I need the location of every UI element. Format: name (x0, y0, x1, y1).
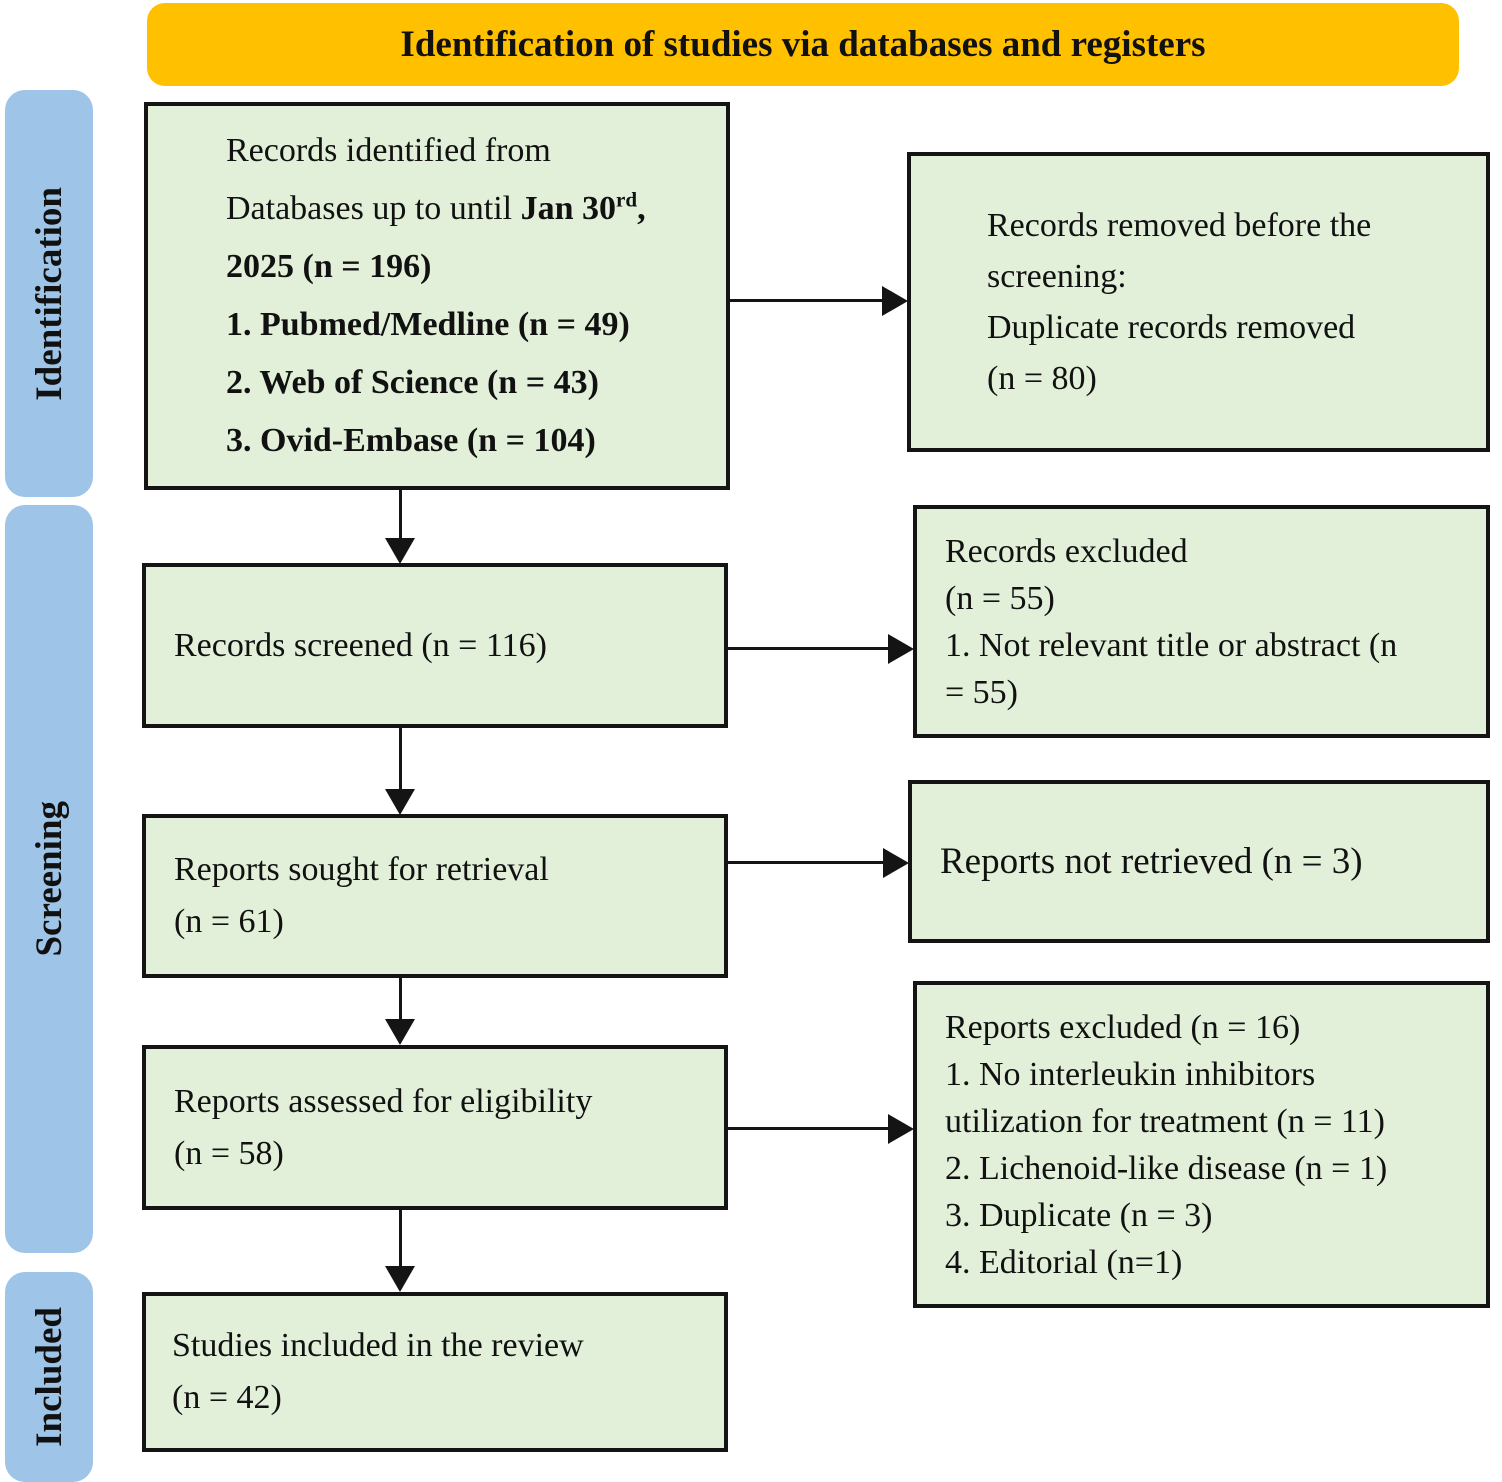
arrow-down-icon (385, 538, 415, 564)
diagram-title: Identification of studies via databases … (400, 24, 1206, 65)
arrow-screened-to-excluded-line (728, 647, 890, 650)
box-reports-sought: Reports sought for retrieval (n = 61) (142, 814, 728, 978)
exclusion-reason: 3. Duplicate (n = 3) (945, 1196, 1213, 1234)
arrow-right-icon (888, 634, 914, 664)
text-segment-bold: Jan 30 (520, 190, 617, 227)
box-studies-included: Studies included in the review (n = 42) (142, 1292, 728, 1452)
exclusion-reason: 4. Editorial (n=1) (945, 1243, 1183, 1281)
arrow-identified-to-screened-line (399, 490, 402, 540)
text-line: Records identified from (226, 122, 726, 180)
box-records-screened: Records screened (n = 116) (142, 563, 728, 728)
text-line: Studies included in the review (172, 1327, 584, 1364)
text-line: screening: (987, 258, 1127, 295)
box-reports-not-retrieved: Reports not retrieved (n = 3) (908, 780, 1490, 943)
text-line: 2025 (n = 196) (226, 248, 432, 285)
exclusion-reason: 2. Lichenoid-like disease (n = 1) (945, 1149, 1388, 1187)
text-line: Records excluded (945, 532, 1188, 570)
stage-included: Included (5, 1272, 93, 1482)
text-segment: Records identified from (226, 132, 551, 169)
text-line: (n = 42) (172, 1379, 282, 1416)
stage-identification-label: Identification (28, 186, 70, 401)
arrow-down-icon (385, 1266, 415, 1292)
text-line: Reports sought for retrieval (174, 851, 549, 888)
arrow-down-icon (385, 1019, 415, 1045)
exclusion-reason: 1. No interleukin inhibitors (945, 1055, 1316, 1093)
database-item: 2. Web of Science (n = 43) (226, 364, 599, 401)
arrow-sought-to-assessed-line (399, 978, 402, 1021)
text-line: (n = 58) (174, 1134, 284, 1172)
box-records-identified: Records identified from Databases up to … (144, 102, 730, 490)
database-item: 1. Pubmed/Medline (n = 49) (226, 306, 630, 343)
stage-screening-label: Screening (28, 801, 70, 957)
text-line: Records removed before the (987, 207, 1372, 244)
text-line: (n = 55) (945, 579, 1055, 617)
diagram-title-banner: Identification of studies via databases … (147, 3, 1459, 86)
box-records-excluded: Records excluded (n = 55) 1. Not relevan… (913, 505, 1490, 738)
exclusion-reason: 1. Not relevant title or abstract (n (945, 626, 1398, 664)
text-line: Reports excluded (n = 16) (945, 1008, 1301, 1046)
arrow-down-icon (385, 789, 415, 815)
text-segment: Databases up to until (226, 190, 521, 227)
text-line: Databases up to until Jan 30rd, (226, 180, 726, 238)
arrow-right-icon (883, 848, 909, 878)
text-line: Duplicate records removed (987, 309, 1356, 346)
text-segment-bold: , (637, 190, 646, 227)
arrow-screened-to-sought-line (399, 728, 402, 790)
text-line: (n = 61) (174, 903, 284, 940)
exclusion-reason: = 55) (945, 673, 1018, 711)
arrow-right-icon (882, 286, 908, 316)
stage-included-label: Included (28, 1307, 70, 1447)
arrow-assessed-to-reports-excluded-line (728, 1127, 890, 1130)
box-records-removed: Records removed before the screening: Du… (907, 152, 1490, 452)
exclusion-reason: utilization for treatment (n = 11) (945, 1102, 1385, 1140)
text-line: (n = 80) (987, 360, 1097, 397)
box-reports-assessed: Reports assessed for eligibility (n = 58… (142, 1045, 728, 1210)
arrow-right-icon (888, 1114, 914, 1144)
arrow-sought-to-not-retrieved-line (728, 861, 885, 864)
stage-screening: Screening (5, 505, 93, 1253)
ordinal-superscript: rd (616, 187, 638, 212)
stage-identification: Identification (5, 90, 93, 497)
arrow-identified-to-removed-line (730, 299, 886, 302)
box-reports-excluded: Reports excluded (n = 16) 1. No interleu… (913, 981, 1490, 1308)
arrow-assessed-to-included-line (399, 1210, 402, 1268)
database-item: 3. Ovid-Embase (n = 104) (226, 422, 596, 459)
text-line: Records screened (n = 116) (174, 626, 547, 664)
text-line: Reports assessed for eligibility (174, 1082, 593, 1120)
text-line: Reports not retrieved (n = 3) (940, 841, 1363, 882)
